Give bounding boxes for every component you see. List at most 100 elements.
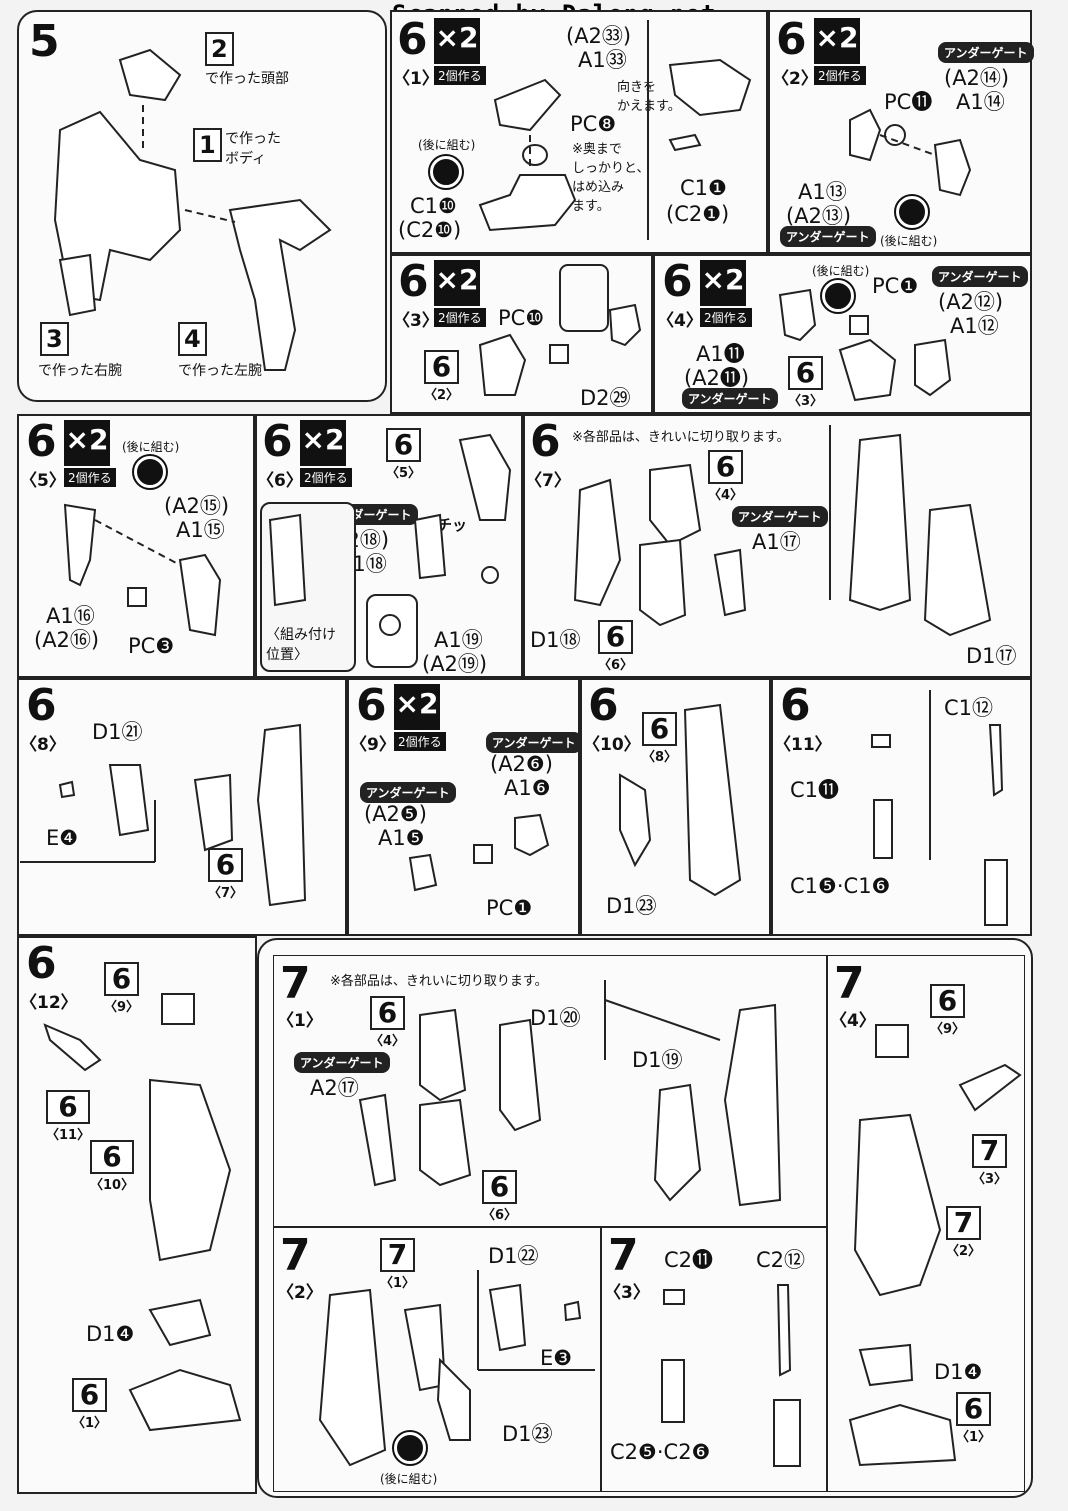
ref-sub: 〈7〉 xyxy=(208,886,244,901)
make-two-label: 2個作る xyxy=(814,66,866,85)
part-label: PC❸ xyxy=(128,634,175,658)
part-label: (A2❻) xyxy=(490,752,553,776)
part-label: A1⑬ xyxy=(798,180,847,204)
step6-7-drawing xyxy=(573,425,992,637)
ref-number: 6 xyxy=(424,350,460,384)
sub-step: 〈10〉 xyxy=(583,735,641,755)
ref-6-6: 6〈6〉 xyxy=(482,1170,518,1223)
step-number: 6 xyxy=(398,256,429,307)
part-label: A2⑰ xyxy=(310,1076,359,1100)
sub-step: 〈2〉 xyxy=(772,69,818,89)
part-label: PC❿ xyxy=(498,306,545,330)
ref-6-1: 6〈1〉 xyxy=(956,1392,992,1445)
part-label: A1⑮ xyxy=(176,518,225,542)
part-label: PC❽ xyxy=(570,112,617,136)
sub-step: 〈4〉 xyxy=(657,311,703,331)
ref-6-1: 6〈1〉 xyxy=(72,1378,108,1431)
step-number: 6 xyxy=(356,680,387,731)
sub-step: 〈3〉 xyxy=(393,311,439,331)
label-left-arm: で作った左腕 xyxy=(178,363,262,379)
label-right-arm: で作った右腕 xyxy=(38,363,122,379)
part-label: (A2⑮) xyxy=(164,494,230,518)
ref-sub: 〈1〉 xyxy=(72,1416,108,1431)
undergate-tag: アンダーゲート xyxy=(360,782,456,803)
sub-step: 〈4〉 xyxy=(830,1011,876,1031)
ref-number: 6 xyxy=(104,962,140,996)
step7-4-drawing xyxy=(848,1024,1022,1467)
part-label: PC❶ xyxy=(872,274,919,298)
ref-6-10: 6〈10〉 xyxy=(90,1140,135,1193)
ref-6-9: 6〈9〉 xyxy=(930,984,966,1037)
sub-step: 〈12〉 xyxy=(20,993,78,1013)
part-label: E❹ xyxy=(46,826,79,850)
make-two-label: 2個作る xyxy=(394,732,446,751)
ref-number: 4 xyxy=(178,322,207,356)
part-label: A1⑯ xyxy=(46,604,95,628)
ref-7-2: 7〈2〉 xyxy=(946,1206,982,1259)
ref-6-2: 6〈2〉 xyxy=(424,350,460,403)
step6-12-drawing xyxy=(43,993,242,1432)
step6-9-drawing xyxy=(408,813,550,892)
ref-right-arm: 3 xyxy=(40,322,69,356)
attach-later-icon xyxy=(820,278,856,314)
step-6-11-panel xyxy=(771,678,1032,936)
part-label: D1⑲ xyxy=(632,1048,683,1072)
ref-6-5: 6〈5〉 xyxy=(386,428,422,481)
step5-robot-drawing xyxy=(53,48,332,371)
make-two-label: 2個作る xyxy=(434,308,486,327)
times-two-badge: ×2 xyxy=(434,260,480,306)
part-label: (A2⓫) xyxy=(684,366,750,390)
part-label: C1⑫ xyxy=(944,696,994,720)
step6-1-drawing xyxy=(478,20,752,240)
part-label: A1⑰ xyxy=(752,530,801,554)
ref-head: 2 xyxy=(205,32,234,66)
ref-number: 3 xyxy=(40,322,69,356)
ref-6-9: 6〈9〉 xyxy=(104,962,140,1015)
sub-step: 〈8〉 xyxy=(20,735,66,755)
ref-sub: 〈8〉 xyxy=(642,750,678,765)
part-label: C1⓫ xyxy=(790,778,840,802)
step-number: 7 xyxy=(280,1230,311,1281)
ref-number: 6 xyxy=(708,450,744,484)
part-label: A1㉝ xyxy=(578,48,627,72)
ref-body: 1 xyxy=(193,128,222,162)
ref-number: 6 xyxy=(930,984,966,1018)
part-label: D1⑳ xyxy=(530,1006,581,1030)
sub-step: 〈1〉 xyxy=(393,69,439,89)
attach-later-label: (後に組む) xyxy=(812,264,870,278)
ref-sub: 〈9〉 xyxy=(104,1000,140,1015)
sub-step: 〈5〉 xyxy=(20,471,66,491)
make-two-label: 2個作る xyxy=(434,66,486,85)
part-label: D1㉑ xyxy=(92,720,143,744)
ref-number: 6 xyxy=(386,428,422,462)
part-label: A1❺ xyxy=(378,826,425,850)
ref-sub: 〈1〉 xyxy=(956,1430,992,1445)
undergate-tag: アンダーゲート xyxy=(938,42,1034,63)
part-label: A1⓫ xyxy=(696,342,745,366)
step7-3-drawing xyxy=(661,1284,801,1467)
ref-number: 1 xyxy=(193,128,222,162)
part-label: (A2❺) xyxy=(364,802,427,826)
step-number: 5 xyxy=(29,16,60,67)
step-number: 6 xyxy=(26,680,57,731)
part-label: D1㉓ xyxy=(502,1422,553,1446)
step-6-3-panel xyxy=(390,254,653,414)
ref-number: 6 xyxy=(598,620,634,654)
step-number: 7 xyxy=(280,958,311,1009)
step6-2-drawing xyxy=(849,108,972,197)
step6-3-drawing xyxy=(478,264,642,396)
part-label: D1❹ xyxy=(86,1322,135,1346)
ref-7-1: 7〈1〉 xyxy=(380,1238,416,1291)
ref-sub: 〈3〉 xyxy=(788,394,824,409)
part-label: (A2⑲) xyxy=(422,652,488,676)
attach-later-icon xyxy=(428,154,464,190)
sub-step: 〈11〉 xyxy=(774,735,832,755)
note-press-fit: ※奥まで しっかりと、 はめ込み ます。 xyxy=(572,142,650,214)
ref-7-3: 7〈3〉 xyxy=(972,1134,1008,1187)
part-label: D1⑱ xyxy=(530,628,581,652)
part-label: (C2❿) xyxy=(398,218,462,242)
times-two-badge: ×2 xyxy=(300,420,346,466)
attach-later-icon xyxy=(132,454,168,490)
step6-11-drawing xyxy=(871,690,1008,926)
ref-number: 6 xyxy=(46,1090,91,1124)
